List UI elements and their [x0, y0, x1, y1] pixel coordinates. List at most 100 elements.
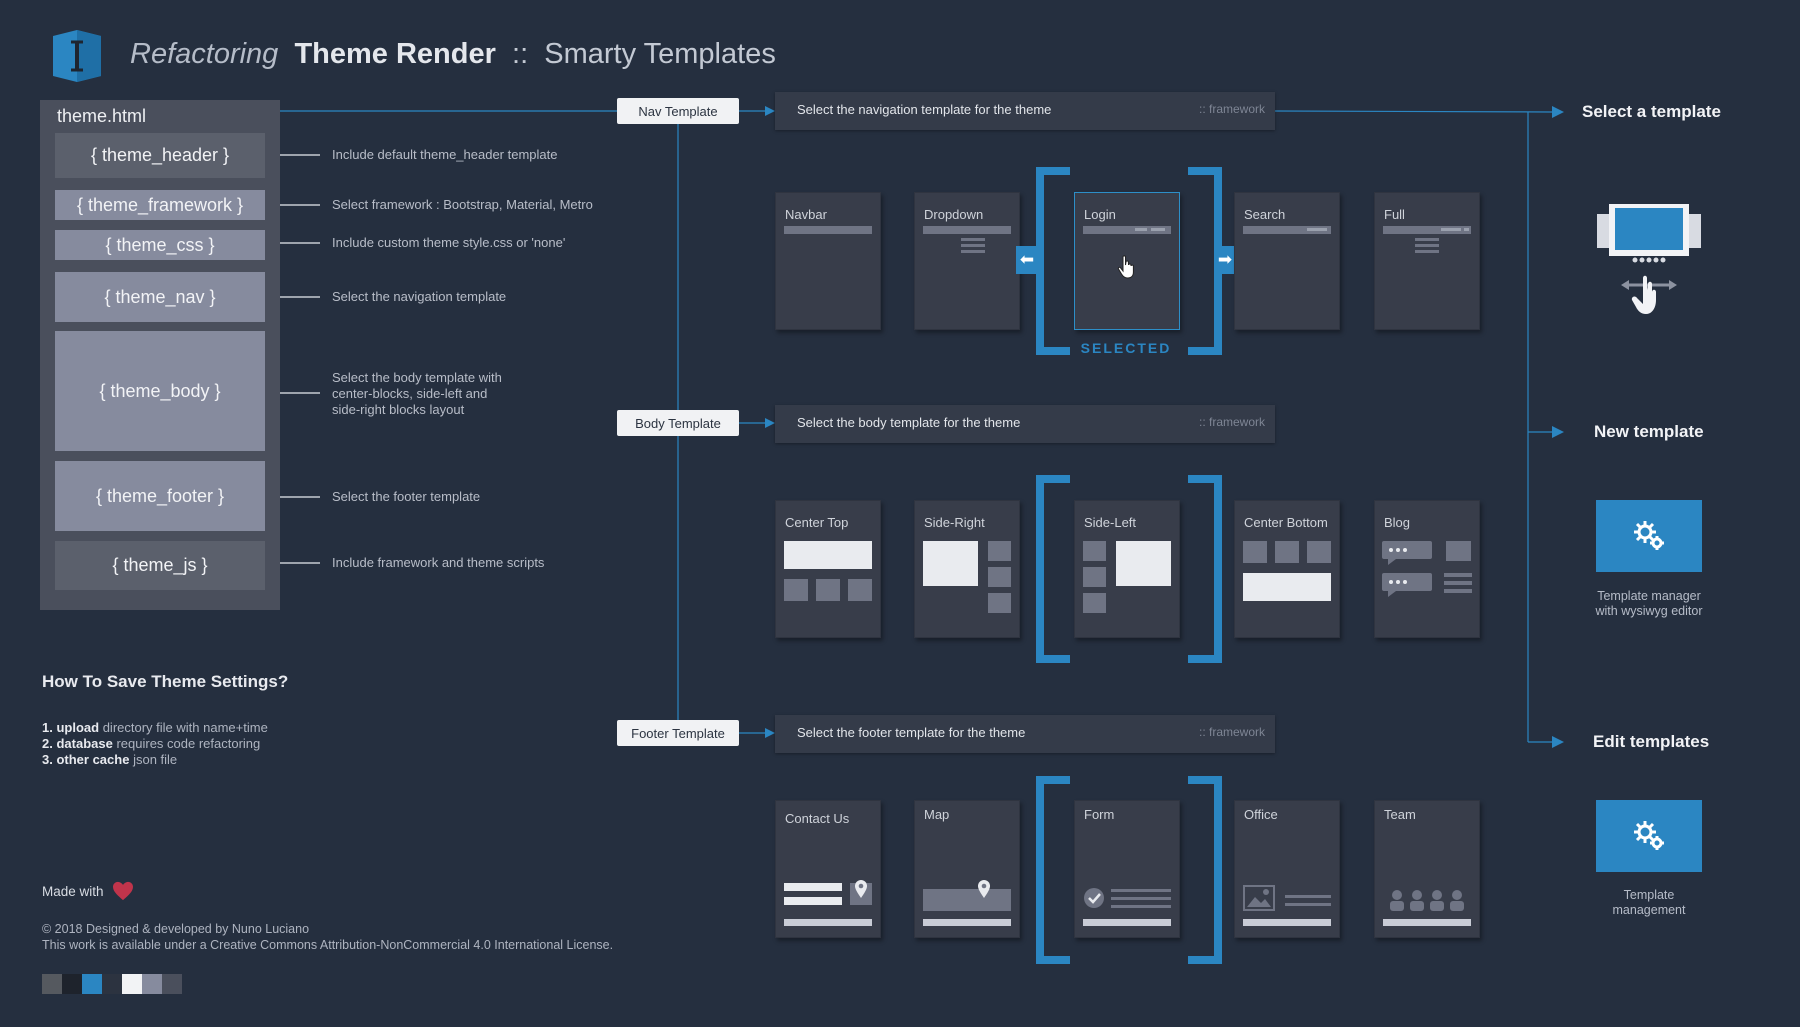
footer-card-map[interactable]: Map [914, 800, 1020, 938]
full-bar-item [1441, 228, 1461, 231]
body-card-side-left[interactable]: Side-Left [1074, 500, 1180, 638]
nav-card-search[interactable]: Search [1234, 192, 1340, 330]
block-theme-footer[interactable]: { theme_footer } [55, 461, 265, 531]
selection-bracket-left [1036, 167, 1070, 355]
footer-select-bar[interactable]: Select the footer template for the theme… [775, 715, 1275, 753]
card-label: Navbar [785, 207, 827, 222]
edit-templates-heading: Edit templates [1593, 732, 1710, 751]
nav-card-dropdown[interactable]: Dropdown [914, 192, 1020, 330]
card-label: Side-Left [1084, 515, 1137, 530]
side-block-shape [1083, 593, 1106, 613]
body-card-blog[interactable]: Blog [1374, 500, 1480, 638]
map-pin-icon [978, 880, 990, 898]
edit-templates-button[interactable] [1596, 800, 1702, 872]
small-block-shape [816, 579, 840, 601]
block-theme-js[interactable]: { theme_js } [55, 541, 265, 590]
footer-select-text: Select the footer template for the theme [797, 725, 1026, 740]
selected-label: SELECTED [1080, 340, 1172, 356]
gears-icon [1634, 821, 1664, 850]
color-swatch [122, 974, 142, 994]
body-select-bar[interactable]: Select the body template for the theme :… [775, 405, 1275, 443]
body-card-center-top[interactable]: Center Top [775, 500, 881, 638]
nav-card-full[interactable]: Full [1374, 192, 1480, 330]
nav-card-navbar[interactable]: Navbar [775, 192, 881, 330]
footer-card-form[interactable]: Form [1074, 800, 1180, 938]
form-line [1111, 905, 1171, 908]
prev-arrow-icon[interactable]: ⬅ [1016, 246, 1038, 274]
block-theme-css[interactable]: { theme_css } [55, 230, 265, 260]
title-italic: Refactoring [130, 38, 279, 70]
new-template-caption: Template manager with wysiwyg editor [1595, 589, 1703, 618]
nav-template-pill[interactable]: Nav Template [617, 98, 739, 124]
heart-icon [112, 881, 133, 901]
small-block-shape [1307, 541, 1331, 563]
full-line [1415, 238, 1439, 241]
nav-select-bar[interactable]: Select the navigation template for the t… [775, 92, 1275, 130]
body-card-center-bottom[interactable]: Center Bottom [1234, 500, 1340, 638]
card-label: Map [924, 807, 950, 822]
swipe-template-icon[interactable] [1595, 200, 1705, 320]
footer-card-contact-us[interactable]: Contact Us [775, 800, 881, 938]
side-block-shape [988, 541, 1011, 561]
body-template-pill[interactable]: Body Template [617, 410, 739, 436]
color-swatch [42, 974, 62, 994]
center-block-shape [1243, 573, 1331, 601]
card-label: Side-Right [924, 515, 985, 530]
form-line [1111, 889, 1171, 892]
license-link[interactable]: This work is available under a Creative … [42, 938, 614, 952]
step-text: directory file with name+time [102, 720, 268, 735]
theme-file-panel: theme.html { theme_header } { theme_fram… [40, 100, 280, 610]
card-label: Team [1384, 807, 1416, 822]
save-settings-heading: How To Save Theme Settings? [42, 672, 289, 691]
small-block-shape [1275, 541, 1299, 563]
color-swatch [142, 974, 162, 994]
footer-card-team[interactable]: Team [1374, 800, 1480, 938]
side-block-shape [988, 567, 1011, 587]
title-rest: Smarty Templates [544, 38, 776, 70]
block-theme-header[interactable]: { theme_header } [55, 133, 265, 178]
body-framework-tag: :: framework [1198, 415, 1265, 429]
card-label: Login [1084, 207, 1116, 222]
note-theme-header: Include default theme_header template [332, 147, 558, 162]
new-template-button[interactable] [1596, 500, 1702, 572]
team-people-icon [1390, 890, 1464, 911]
card-label: Center Top [785, 515, 849, 530]
body-card-side-right[interactable]: Side-Right [914, 500, 1020, 638]
body-select-text: Select the body template for the theme [797, 415, 1021, 430]
color-swatch [82, 974, 102, 994]
step-text: requires code refactoring [116, 736, 261, 751]
office-line [1285, 895, 1331, 898]
dropdown-line [961, 250, 985, 253]
footer-strip [1383, 919, 1471, 926]
footer-template-pill[interactable]: Footer Template [617, 720, 739, 746]
block-theme-framework[interactable]: { theme_framework } [55, 190, 265, 220]
checkmark-icon [1084, 888, 1104, 908]
nav-card-login[interactable]: Login [1074, 192, 1180, 330]
color-swatch [162, 974, 182, 994]
title-separator: :: [512, 38, 529, 70]
save-steps-list: 1. upload directory file with name+time … [42, 720, 268, 768]
copyright-block: © 2018 Designed & developed by Nuno Luci… [42, 921, 613, 953]
new-template-heading: New template [1594, 422, 1704, 441]
color-swatches [42, 974, 182, 994]
dropdown-line [961, 238, 985, 241]
card-label: Office [1244, 807, 1278, 822]
block-theme-nav[interactable]: { theme_nav } [55, 272, 265, 322]
card-label: Center Bottom [1244, 515, 1328, 530]
login-bar-shape [1083, 226, 1171, 234]
map-area-shape [923, 889, 1011, 911]
copyright-text: © 2018 Designed & developed by Nuno Luci… [42, 922, 310, 936]
contact-line [784, 883, 842, 891]
block-theme-body[interactable]: { theme_body } [55, 331, 265, 451]
logo-icon [53, 30, 101, 82]
footer-framework-tag: :: framework [1198, 725, 1265, 739]
made-with: Made with [42, 881, 134, 901]
small-block-shape [848, 579, 872, 601]
theme-file-title: theme.html [57, 106, 147, 126]
next-arrow-icon[interactable]: ➡ [1214, 246, 1236, 274]
note-theme-css: Include custom theme style.css or 'none' [332, 235, 566, 250]
step-keyword: other cache [56, 752, 130, 767]
footer-card-office[interactable]: Office [1234, 800, 1340, 938]
color-swatch [62, 974, 82, 994]
small-block-shape [1243, 541, 1267, 563]
